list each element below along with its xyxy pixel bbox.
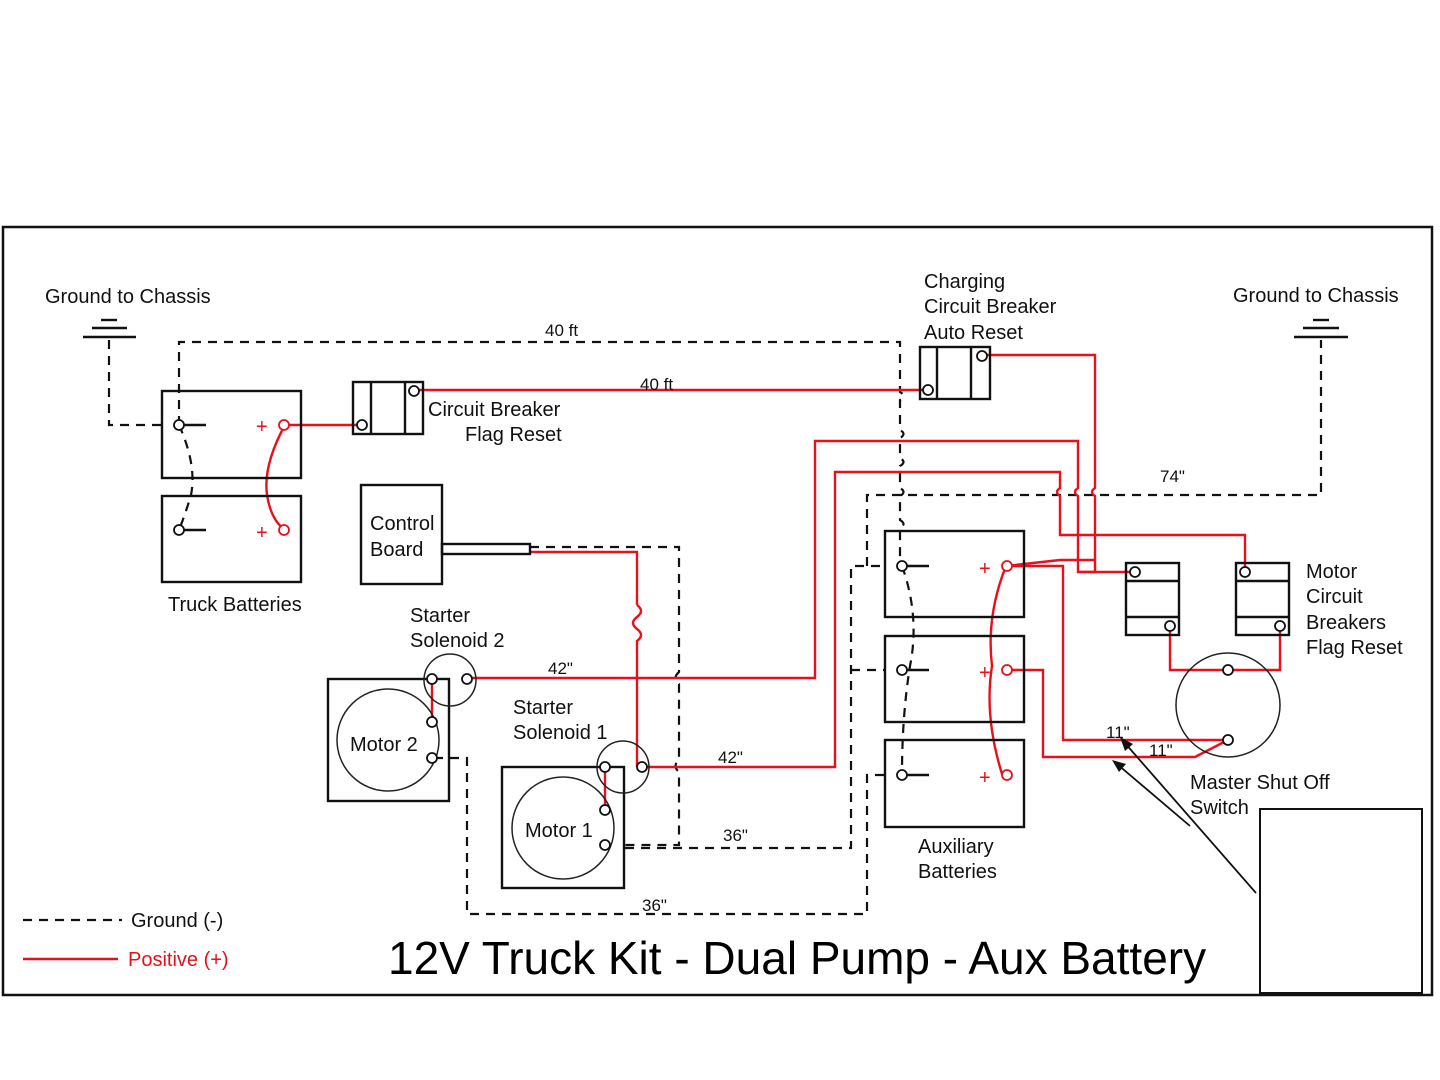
diagram-frame xyxy=(1,225,1434,997)
charging-cb-label-3: Auto Reset xyxy=(924,322,1023,344)
dim-switch-a: 11" xyxy=(1106,723,1130,742)
aux-battery-1: + xyxy=(883,529,1026,619)
dim-switch-b: 11" xyxy=(1149,741,1173,760)
ground-wire-74in xyxy=(865,340,1323,566)
motor-cb-label-1: Motor xyxy=(1306,561,1357,583)
charging-cb-label-1: Charging xyxy=(924,271,1005,293)
legend: Ground (-) Positive (+) xyxy=(23,910,229,971)
positive-charging-to-aux xyxy=(982,353,1097,574)
master-switch-label-2: Switch xyxy=(1190,797,1249,819)
starter-solenoid-1 xyxy=(596,740,650,794)
aux-battery-3: + xyxy=(883,738,1026,829)
positive-breakers-to-switch xyxy=(1168,627,1282,672)
motor-1 xyxy=(500,765,626,890)
legend-positive-label: Positive (+) xyxy=(128,949,229,971)
control-board-label-1: Control xyxy=(370,513,434,535)
aux-batteries-label-2: Batteries xyxy=(918,861,997,883)
truck-battery-2: + xyxy=(160,494,303,584)
motor-cb-label-2: Circuit xyxy=(1306,586,1363,608)
plus-icon: + xyxy=(256,416,268,438)
starter-solenoid-1-label-1: Starter xyxy=(513,697,573,719)
dim-solenoid1: 42" xyxy=(718,748,743,767)
motor-circuit-breaker-1 xyxy=(1124,561,1181,637)
master-switch-label-1: Master Shut Off xyxy=(1190,772,1330,794)
ground-wire-motor1 xyxy=(625,564,885,850)
ground-to-chassis-left-label: Ground to Chassis xyxy=(45,286,211,308)
motor-cb-label-3: Breakers xyxy=(1306,612,1386,634)
positive-solenoid1-42in xyxy=(642,470,1247,769)
dim-solenoid2: 42" xyxy=(548,659,573,678)
ground-wire-motor2 xyxy=(434,756,885,916)
plus-icon: + xyxy=(979,662,991,684)
positive-aux-to-switch-11in-a xyxy=(1006,564,1228,742)
annotation-arrows xyxy=(1112,737,1257,894)
charging-cb-label-2: Circuit Breaker xyxy=(924,296,1057,318)
truck-battery-1: + xyxy=(160,389,303,480)
diagram-title: 12V Truck Kit - Dual Pump - Aux Battery xyxy=(388,932,1206,984)
starter-solenoid-2-label-1: Starter xyxy=(410,605,470,627)
ground-wire-left-chassis xyxy=(107,340,162,427)
dim-ground-top: 40 ft xyxy=(545,321,578,340)
fuse-icon xyxy=(631,604,643,767)
positive-control-to-fuse xyxy=(530,550,639,605)
positive-wires xyxy=(265,353,1282,808)
motor-2 xyxy=(326,677,451,803)
dim-ground-motor1: 36" xyxy=(723,826,748,845)
aux-batteries-label-1: Auxiliary xyxy=(918,836,994,858)
circuit-breaker-label-1: Circuit Breaker xyxy=(428,399,561,421)
ground-wires xyxy=(107,340,1323,916)
motor-1-label: Motor 1 xyxy=(525,820,593,842)
ground-wire-40ft xyxy=(177,340,905,566)
ground-symbol-left xyxy=(83,318,136,339)
negative-terminal-icon xyxy=(173,419,185,431)
positive-terminal-icon xyxy=(278,419,290,431)
negative-terminal-icon xyxy=(173,524,185,536)
motor-cb-label-4: Flag Reset xyxy=(1306,637,1403,659)
control-board xyxy=(359,483,532,586)
dim-ground-motor2: 36" xyxy=(642,896,667,915)
ground-to-chassis-right-label: Ground to Chassis xyxy=(1233,285,1399,307)
legend-ground-label: Ground (-) xyxy=(131,910,223,932)
positive-terminal-icon xyxy=(278,524,290,536)
dim-ground-right: 74" xyxy=(1160,467,1185,486)
motor-circuit-breaker-2 xyxy=(1234,561,1291,637)
ground-wire-control-board xyxy=(530,545,681,847)
plus-icon: + xyxy=(979,767,991,789)
charging-circuit-breaker xyxy=(918,345,992,401)
starter-solenoid-2-label-2: Solenoid 2 xyxy=(410,630,505,652)
ground-symbol-right xyxy=(1294,318,1348,339)
plus-icon: + xyxy=(256,522,268,544)
arrow-head-icon xyxy=(1112,760,1126,772)
plus-icon: + xyxy=(979,558,991,580)
truck-batteries-label: Truck Batteries xyxy=(168,594,302,616)
arrow-head-icon xyxy=(1120,737,1133,751)
positive-aux-to-switch-11in-b xyxy=(1006,668,1229,759)
starter-solenoid-1-label-2: Solenoid 1 xyxy=(513,722,608,744)
starter-solenoid-2 xyxy=(423,653,477,707)
dim-positive-top: 40 ft xyxy=(640,375,673,394)
positive-solenoid2-42in xyxy=(467,439,1133,680)
control-board-label-2: Board xyxy=(370,539,423,561)
circuit-breaker-label-2: Flag Reset xyxy=(465,424,562,446)
circuit-breaker-flag-reset xyxy=(351,380,425,436)
motor-2-label: Motor 2 xyxy=(350,734,418,756)
aux-battery-2: + xyxy=(883,634,1026,724)
blank-label-box xyxy=(1259,808,1423,994)
ground-jumper-aux xyxy=(900,565,915,775)
master-shut-off-switch xyxy=(1175,652,1281,758)
